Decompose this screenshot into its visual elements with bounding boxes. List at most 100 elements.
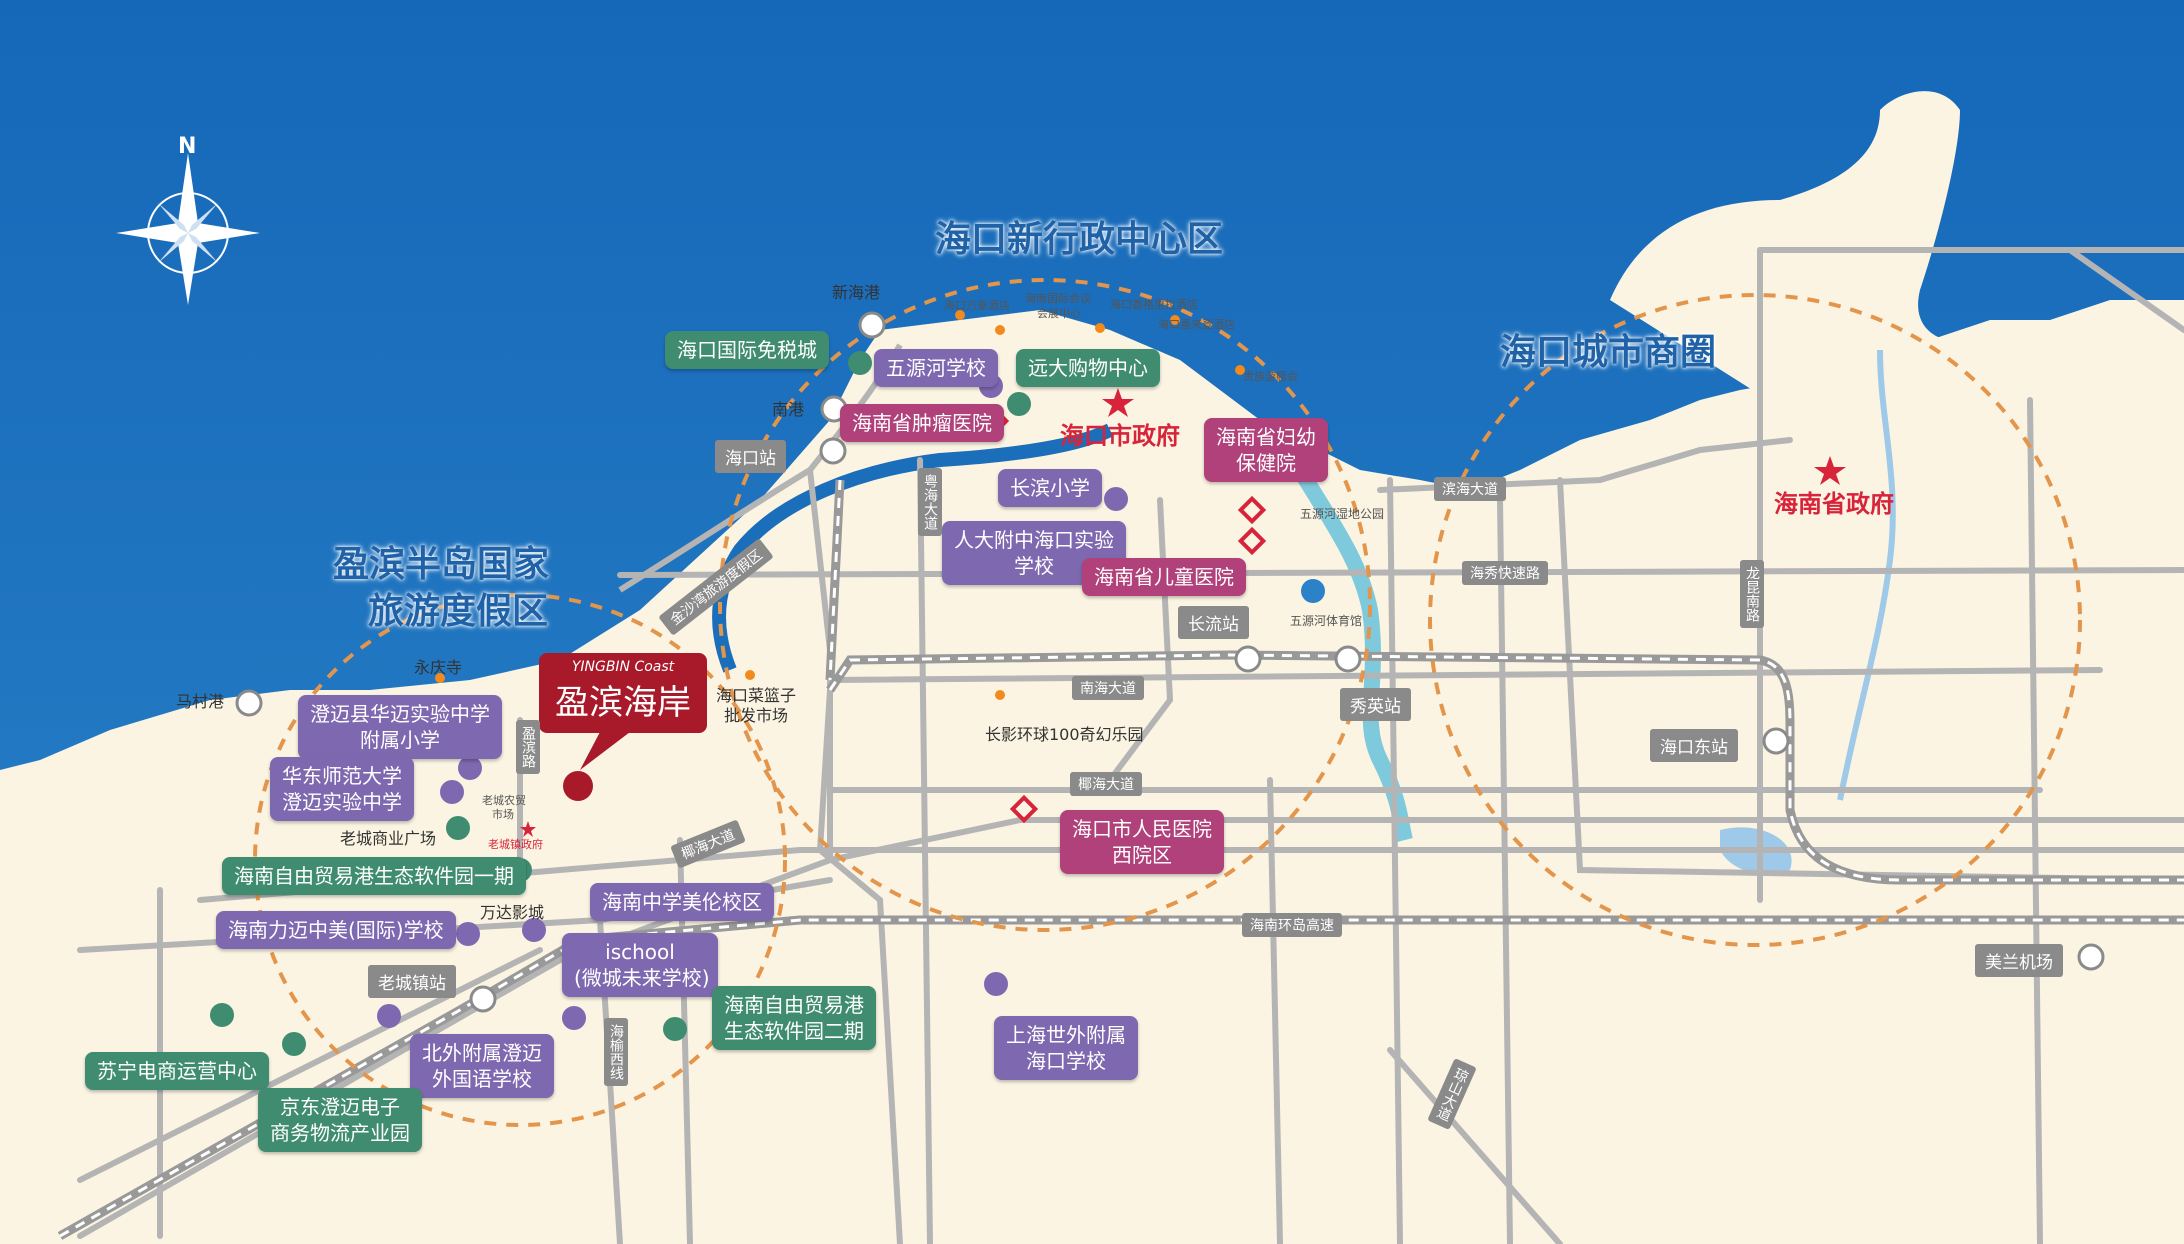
road-haixiu: 海秀快速路: [1462, 561, 1548, 585]
place-changying: 长影环球100奇幻乐园: [985, 725, 1144, 744]
road-yingbin: 盈滨路: [516, 720, 540, 774]
place-wanlv: 海口万豪酒店: [944, 299, 1010, 312]
label-line: 海口学校: [1026, 1049, 1106, 1073]
label-bfsu[interactable]: 北外附属澄迈外国语学校: [410, 1034, 554, 1098]
label-line: 上海世外附属: [1006, 1023, 1126, 1047]
station-changliu[interactable]: 长流站: [1178, 606, 1249, 639]
compass-north-label: N: [178, 134, 197, 159]
place-shangri: 海口香格里拉酒店: [1110, 298, 1198, 311]
label-line: 海南力迈中美(国际)学校: [228, 918, 444, 942]
place-conf-1: 海南国际会议: [1025, 292, 1091, 305]
edu-icons: [377, 374, 1128, 1030]
gov-hainan: 海南省政府: [1774, 490, 1894, 518]
label-line: 五源河学校: [886, 356, 986, 380]
label-line: 外国语学校: [432, 1067, 532, 1091]
place-xinhaigang: 新海港: [832, 283, 881, 302]
place-stadium: 五源河体育馆: [1290, 614, 1363, 628]
label-yuanda[interactable]: 远大购物中心: [1016, 349, 1160, 387]
label-children[interactable]: 海南省儿童医院: [1082, 558, 1246, 596]
station-haikou[interactable]: 海口站: [715, 440, 786, 473]
place-conf-2: 会展中心: [1037, 307, 1081, 320]
label-line: 生态软件园二期: [724, 1019, 864, 1043]
label-software1[interactable]: 海南自由贸易港生态软件园一期: [222, 857, 526, 895]
label-line: ischool: [605, 940, 675, 964]
label-ischool[interactable]: ischool(微城未来学校): [562, 933, 718, 997]
place-macungang: 马村港: [176, 692, 225, 711]
label-line: 海南省肿瘤医院: [852, 411, 992, 435]
label-line: 海口国际免税城: [677, 338, 817, 362]
station-xiuying[interactable]: 秀英站: [1340, 688, 1411, 721]
land-peninsula: [1610, 91, 2184, 420]
label-software2[interactable]: 海南自由贸易港生态软件园二期: [712, 986, 876, 1050]
label-line: 保健院: [1236, 451, 1296, 475]
label-huamai[interactable]: 澄迈县华迈实验中学附属小学: [298, 695, 502, 759]
river-east: [1837, 349, 1896, 801]
label-line: 学校: [1014, 554, 1054, 578]
place-caikuang-1: 海口菜篮子: [716, 686, 797, 705]
project-pin-pointer: [580, 732, 630, 770]
region-city-business: 海口城市商圈: [1500, 332, 1717, 373]
label-wuyuan[interactable]: 五源河学校: [874, 349, 998, 387]
label-limai[interactable]: 海南力迈中美(国际)学校: [216, 911, 456, 949]
land-west: [0, 780, 80, 860]
label-line: 海口市人民医院: [1072, 817, 1212, 841]
label-line: 北外附属澄迈: [422, 1041, 542, 1065]
label-changbin[interactable]: 长滨小学: [998, 469, 1102, 507]
label-tumor[interactable]: 海南省肿瘤医院: [840, 404, 1004, 442]
label-line: 远大购物中心: [1028, 356, 1148, 380]
road-yehai: 椰海大道: [1070, 772, 1142, 796]
gov-haikou: 海口市政府: [1060, 422, 1180, 450]
label-line: 澄迈实验中学: [282, 790, 402, 814]
region-admin-center: 海口新行政中心区: [935, 219, 1224, 260]
label-line: 海南自由贸易港生态软件园一期: [234, 864, 514, 888]
label-line: 京东澄迈电子: [280, 1095, 400, 1119]
project-label[interactable]: YINGBIN Coast 盈滨海岸: [539, 653, 707, 733]
label-line: 长滨小学: [1010, 476, 1090, 500]
place-nongmao-1: 老城农贸: [482, 794, 526, 807]
label-line: 商务物流产业园: [270, 1121, 410, 1145]
label-line: 海南自由贸易港: [724, 993, 864, 1017]
label-dutyfree[interactable]: 海口国际免税城: [665, 331, 829, 369]
station-meilan[interactable]: 美兰机场: [1975, 944, 2063, 977]
label-suning[interactable]: 苏宁电商运营中心: [85, 1052, 269, 1090]
label-line: 西院区: [1112, 843, 1172, 867]
road-nanhai: 南海大道: [1072, 676, 1144, 700]
area-circles: [253, 278, 2082, 1127]
label-line: 海南省妇幼: [1216, 425, 1316, 449]
region-resort-line2: 旅游度假区: [368, 591, 549, 632]
place-caikuang-2: 批发市场: [724, 706, 789, 725]
label-line: 海南省儿童医院: [1094, 565, 1234, 589]
label-meilun[interactable]: 海南中学美伦校区: [590, 883, 774, 921]
label-line: 海南中学美伦校区: [602, 890, 762, 914]
place-nongmao-2: 市场: [492, 808, 514, 821]
poi-dots: [435, 310, 1245, 700]
station-laocheng[interactable]: 老城镇站: [368, 965, 456, 998]
label-peoples[interactable]: 海口市人民医院西院区: [1060, 810, 1224, 874]
label-line: 人大附中海口实验: [954, 528, 1114, 552]
label-line: 附属小学: [360, 728, 440, 752]
road-ringhw: 海南环岛高速: [1242, 913, 1342, 937]
label-ecnu[interactable]: 华东师范大学澄迈实验中学: [270, 757, 414, 821]
label-shwg[interactable]: 上海世外附属海口学校: [994, 1016, 1138, 1080]
place-wuyuanhe-park: 五源河湿地公园: [1300, 507, 1385, 521]
project-name-cn: 盈滨海岸: [555, 683, 691, 723]
place-guobin: 贵族游艇会: [1243, 370, 1298, 383]
port-icons: [235, 311, 2105, 1013]
label-line: 华东师范大学: [282, 764, 402, 788]
station-haikoudong[interactable]: 海口东站: [1650, 729, 1738, 762]
place-laocheng-plaza: 老城商业广场: [340, 829, 437, 848]
label-line: (微城未来学校): [574, 966, 710, 990]
gov-stars: [520, 388, 1846, 837]
road-haiyu: 海榆西线: [604, 1018, 628, 1086]
compass-rose: [116, 153, 260, 305]
road-yueyun: 粤海大道: [918, 468, 942, 536]
road-longkun: 龙昆南路: [1740, 560, 1764, 628]
region-resort-line1: 盈滨半岛国家: [333, 544, 550, 585]
label-line: 苏宁电商运营中心: [97, 1059, 257, 1083]
label-maternal[interactable]: 海南省妇幼保健院: [1204, 418, 1328, 482]
stadium-icon: [1301, 579, 1325, 603]
place-wanda: 万达影城: [480, 903, 545, 922]
place-xilai: 海口喜来登酒店: [1158, 318, 1235, 331]
label-jd[interactable]: 京东澄迈电子商务物流产业园: [258, 1088, 422, 1152]
